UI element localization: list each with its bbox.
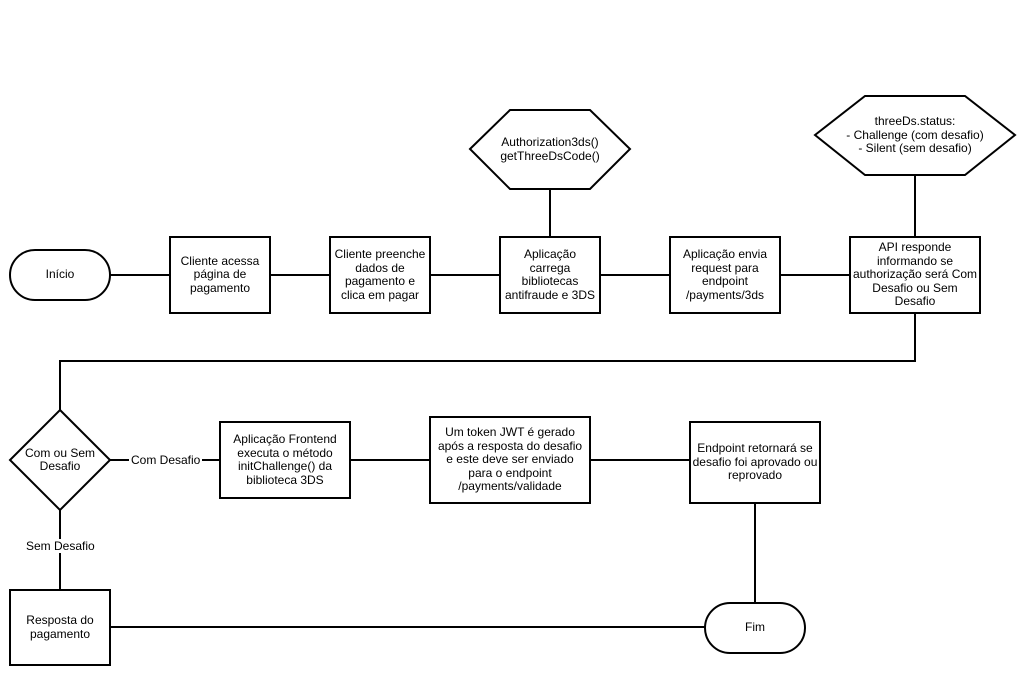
jwt-box bbox=[429, 416, 591, 504]
app-load-label: Aplicação carrega bibliotecas antifraude… bbox=[504, 247, 596, 302]
decision-label: Com ou Sem Desafio bbox=[24, 445, 96, 473]
start-label: Início bbox=[45, 267, 75, 282]
edge-label-with-challenge: Com Desafio bbox=[129, 453, 203, 467]
app-load-box bbox=[499, 236, 601, 314]
status-hexagon bbox=[813, 95, 1017, 176]
edge-api-to-decision bbox=[59, 313, 916, 410]
app-send-label: Aplicação envia request para endpoint /p… bbox=[682, 247, 768, 302]
auth3ds-hexagon bbox=[468, 109, 632, 190]
client-access-box bbox=[169, 236, 271, 314]
edge-label-without-challenge: Sem Desafio bbox=[24, 539, 97, 553]
endpoint-return-box bbox=[689, 421, 821, 504]
start-terminal bbox=[9, 249, 111, 301]
api-respond-label: API responde informando se authorização … bbox=[852, 240, 978, 309]
frontend-exec-box bbox=[219, 421, 351, 499]
decision-diamond bbox=[8, 408, 112, 512]
end-terminal bbox=[704, 602, 806, 654]
endpoint-return-label: Endpoint retornará se desafio foi aprova… bbox=[692, 441, 818, 482]
client-fill-label: Cliente preenche dados de pagamento e cl… bbox=[334, 247, 426, 302]
payment-response-box bbox=[9, 589, 111, 666]
client-access-label: Cliente acessa página de pagamento bbox=[180, 253, 260, 295]
jwt-label: Um token JWT é gerado após a resposta do… bbox=[437, 425, 583, 494]
client-fill-box bbox=[329, 236, 431, 314]
frontend-exec-label: Aplicação Frontend executa o método init… bbox=[233, 432, 337, 487]
auth3ds-label: Authorization3ds() getThreeDsCode() bbox=[500, 135, 600, 163]
app-send-box bbox=[669, 236, 781, 314]
end-label: Fim bbox=[745, 620, 765, 635]
status-label: threeDs.status: - Challenge (com desafio… bbox=[846, 114, 984, 156]
payment-response-label: Resposta do pagamento bbox=[26, 613, 94, 641]
api-respond-box bbox=[849, 236, 981, 314]
